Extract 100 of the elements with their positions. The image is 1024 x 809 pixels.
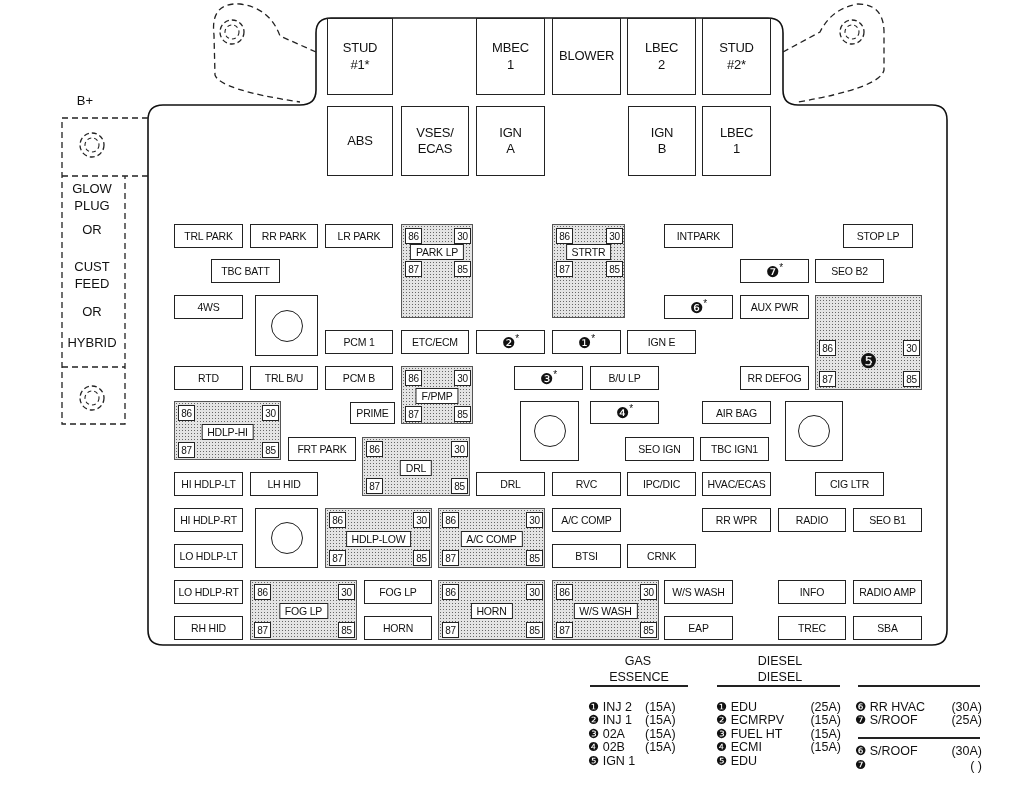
fuse-slot	[815, 259, 884, 283]
fuse-slot	[552, 18, 621, 95]
column-heading: GAS	[623, 654, 653, 668]
fuse-slot	[174, 508, 243, 532]
fuse-label: LBEC 1	[719, 124, 754, 158]
fuse-slot	[552, 508, 621, 532]
terminal-number: 86	[408, 372, 419, 384]
fuse-label: ETC/ECM	[412, 336, 458, 348]
fuse-slot	[778, 508, 846, 532]
fuse-label: SEO IGN	[638, 443, 681, 455]
fuse-label: AUX PWR	[750, 301, 799, 313]
amperage-text: (25A)	[809, 700, 841, 714]
amperage-text: (15A)	[809, 740, 841, 754]
terminal-option-text: OR	[81, 303, 103, 320]
fuse-slot	[664, 580, 733, 604]
terminal-number: 87	[408, 408, 419, 420]
terminal-number: 85	[906, 373, 917, 385]
fuse-slot	[740, 259, 809, 283]
fuse-slot	[174, 616, 243, 640]
fuse-label: RADIO	[795, 514, 829, 526]
terminal-number: 85	[265, 444, 276, 456]
terminal-number: 30	[529, 514, 540, 526]
relay-label: DRL	[399, 459, 433, 476]
relay-label: A/C COMP	[460, 531, 523, 547]
fuse-slot	[664, 295, 733, 319]
terminal-number: 87	[257, 624, 268, 636]
fuse-label: LBEC 2	[644, 40, 679, 73]
fuse-label: PRIME	[356, 407, 389, 419]
terminal-option-text: HYBRID	[66, 334, 118, 351]
fuse-slot	[174, 580, 243, 604]
fuse-label: RR WPR	[715, 514, 758, 526]
relay	[362, 437, 470, 496]
fuse-label: IGN B	[650, 124, 674, 158]
terminal-number: 30	[529, 586, 540, 598]
fuse-slot	[702, 401, 771, 424]
terminal-number: 87	[559, 263, 570, 275]
fuse-slot	[250, 472, 318, 496]
fuse-label: INFO	[799, 586, 825, 598]
fuse-label: FOG LP	[379, 586, 417, 598]
fuse-label: BLOWER	[558, 48, 615, 65]
fuse-slot	[325, 366, 393, 390]
relay	[438, 580, 545, 640]
fuse-slot	[327, 106, 393, 176]
relay-socket	[255, 295, 318, 356]
fuse-label: RR DEFOG	[747, 372, 802, 384]
fuse-slot	[664, 616, 733, 640]
fuse-label: RR PARK	[261, 230, 307, 242]
terminal-number: 86	[559, 586, 570, 598]
fuse-label: BTSI	[575, 550, 598, 562]
fuse-label: A/C COMP	[561, 514, 612, 526]
fuse-slot	[843, 224, 913, 248]
terminal-number: 30	[341, 586, 352, 598]
terminal-number: 30	[643, 586, 654, 598]
fuse-slot	[174, 544, 243, 568]
fuse-label: VSES/ ECAS	[416, 124, 454, 158]
amperage-text: (15A)	[809, 727, 841, 741]
fuse-slot	[778, 580, 846, 604]
fuse-slot	[364, 616, 432, 640]
fuse-label: TREC	[798, 622, 826, 634]
fuse-slot	[700, 437, 769, 461]
fuse-slot	[476, 472, 545, 496]
relay-socket	[785, 401, 843, 461]
fuse-legend-text: ❸ 02A	[588, 727, 625, 741]
fuse-label: STUD #1*	[342, 40, 378, 73]
fuse-legend-text: ❸ FUEL HT	[716, 727, 783, 741]
relay-label: HORN	[470, 603, 513, 619]
terminal-number: 87	[445, 552, 456, 564]
terminal-number: 30	[609, 230, 620, 242]
fuse-number: ❻$^{*}$	[690, 297, 707, 317]
fuse-slot	[476, 330, 545, 354]
terminal-number: 87	[181, 444, 192, 456]
fuse-slot	[625, 437, 694, 461]
fuse-label: SEO B2	[831, 265, 868, 277]
relay	[401, 366, 473, 424]
fuse-label: LH HID	[267, 478, 301, 490]
terminal-number: 87	[332, 552, 343, 564]
fuse-slot	[778, 616, 846, 640]
fuse-slot	[250, 224, 318, 248]
fuse-label: HI HDLP-LT	[181, 478, 236, 490]
fuse-label: INTPARK	[676, 230, 721, 242]
terminal-number: 85	[609, 263, 620, 275]
fuse-slot	[590, 401, 659, 424]
relay	[250, 580, 357, 640]
fuse-label: IPC/DIC	[642, 478, 681, 490]
relay-label: W/S WASH	[573, 603, 638, 619]
terminal-number: 85	[643, 624, 654, 636]
fuse-slot	[552, 472, 621, 496]
fuse-legend-text: ❺ EDU	[716, 754, 758, 768]
terminal-number: 87	[559, 624, 570, 636]
fuse-label: TRL PARK	[184, 230, 233, 242]
fuse-slot	[514, 366, 583, 390]
fuse-legend-text: ❹ 02B	[588, 740, 625, 754]
terminal-number: 85	[457, 408, 468, 420]
fuse-label: RTD	[198, 372, 219, 384]
fuse-label: W/S WASH	[672, 586, 725, 598]
fuse-legend-text: ❼	[855, 758, 867, 772]
fuse-slot	[401, 106, 469, 176]
fuse-legend-text: ❷ INJ 1	[588, 713, 632, 727]
fuse-label: HORN	[382, 622, 414, 634]
fuse-label: LR PARK	[337, 230, 381, 242]
